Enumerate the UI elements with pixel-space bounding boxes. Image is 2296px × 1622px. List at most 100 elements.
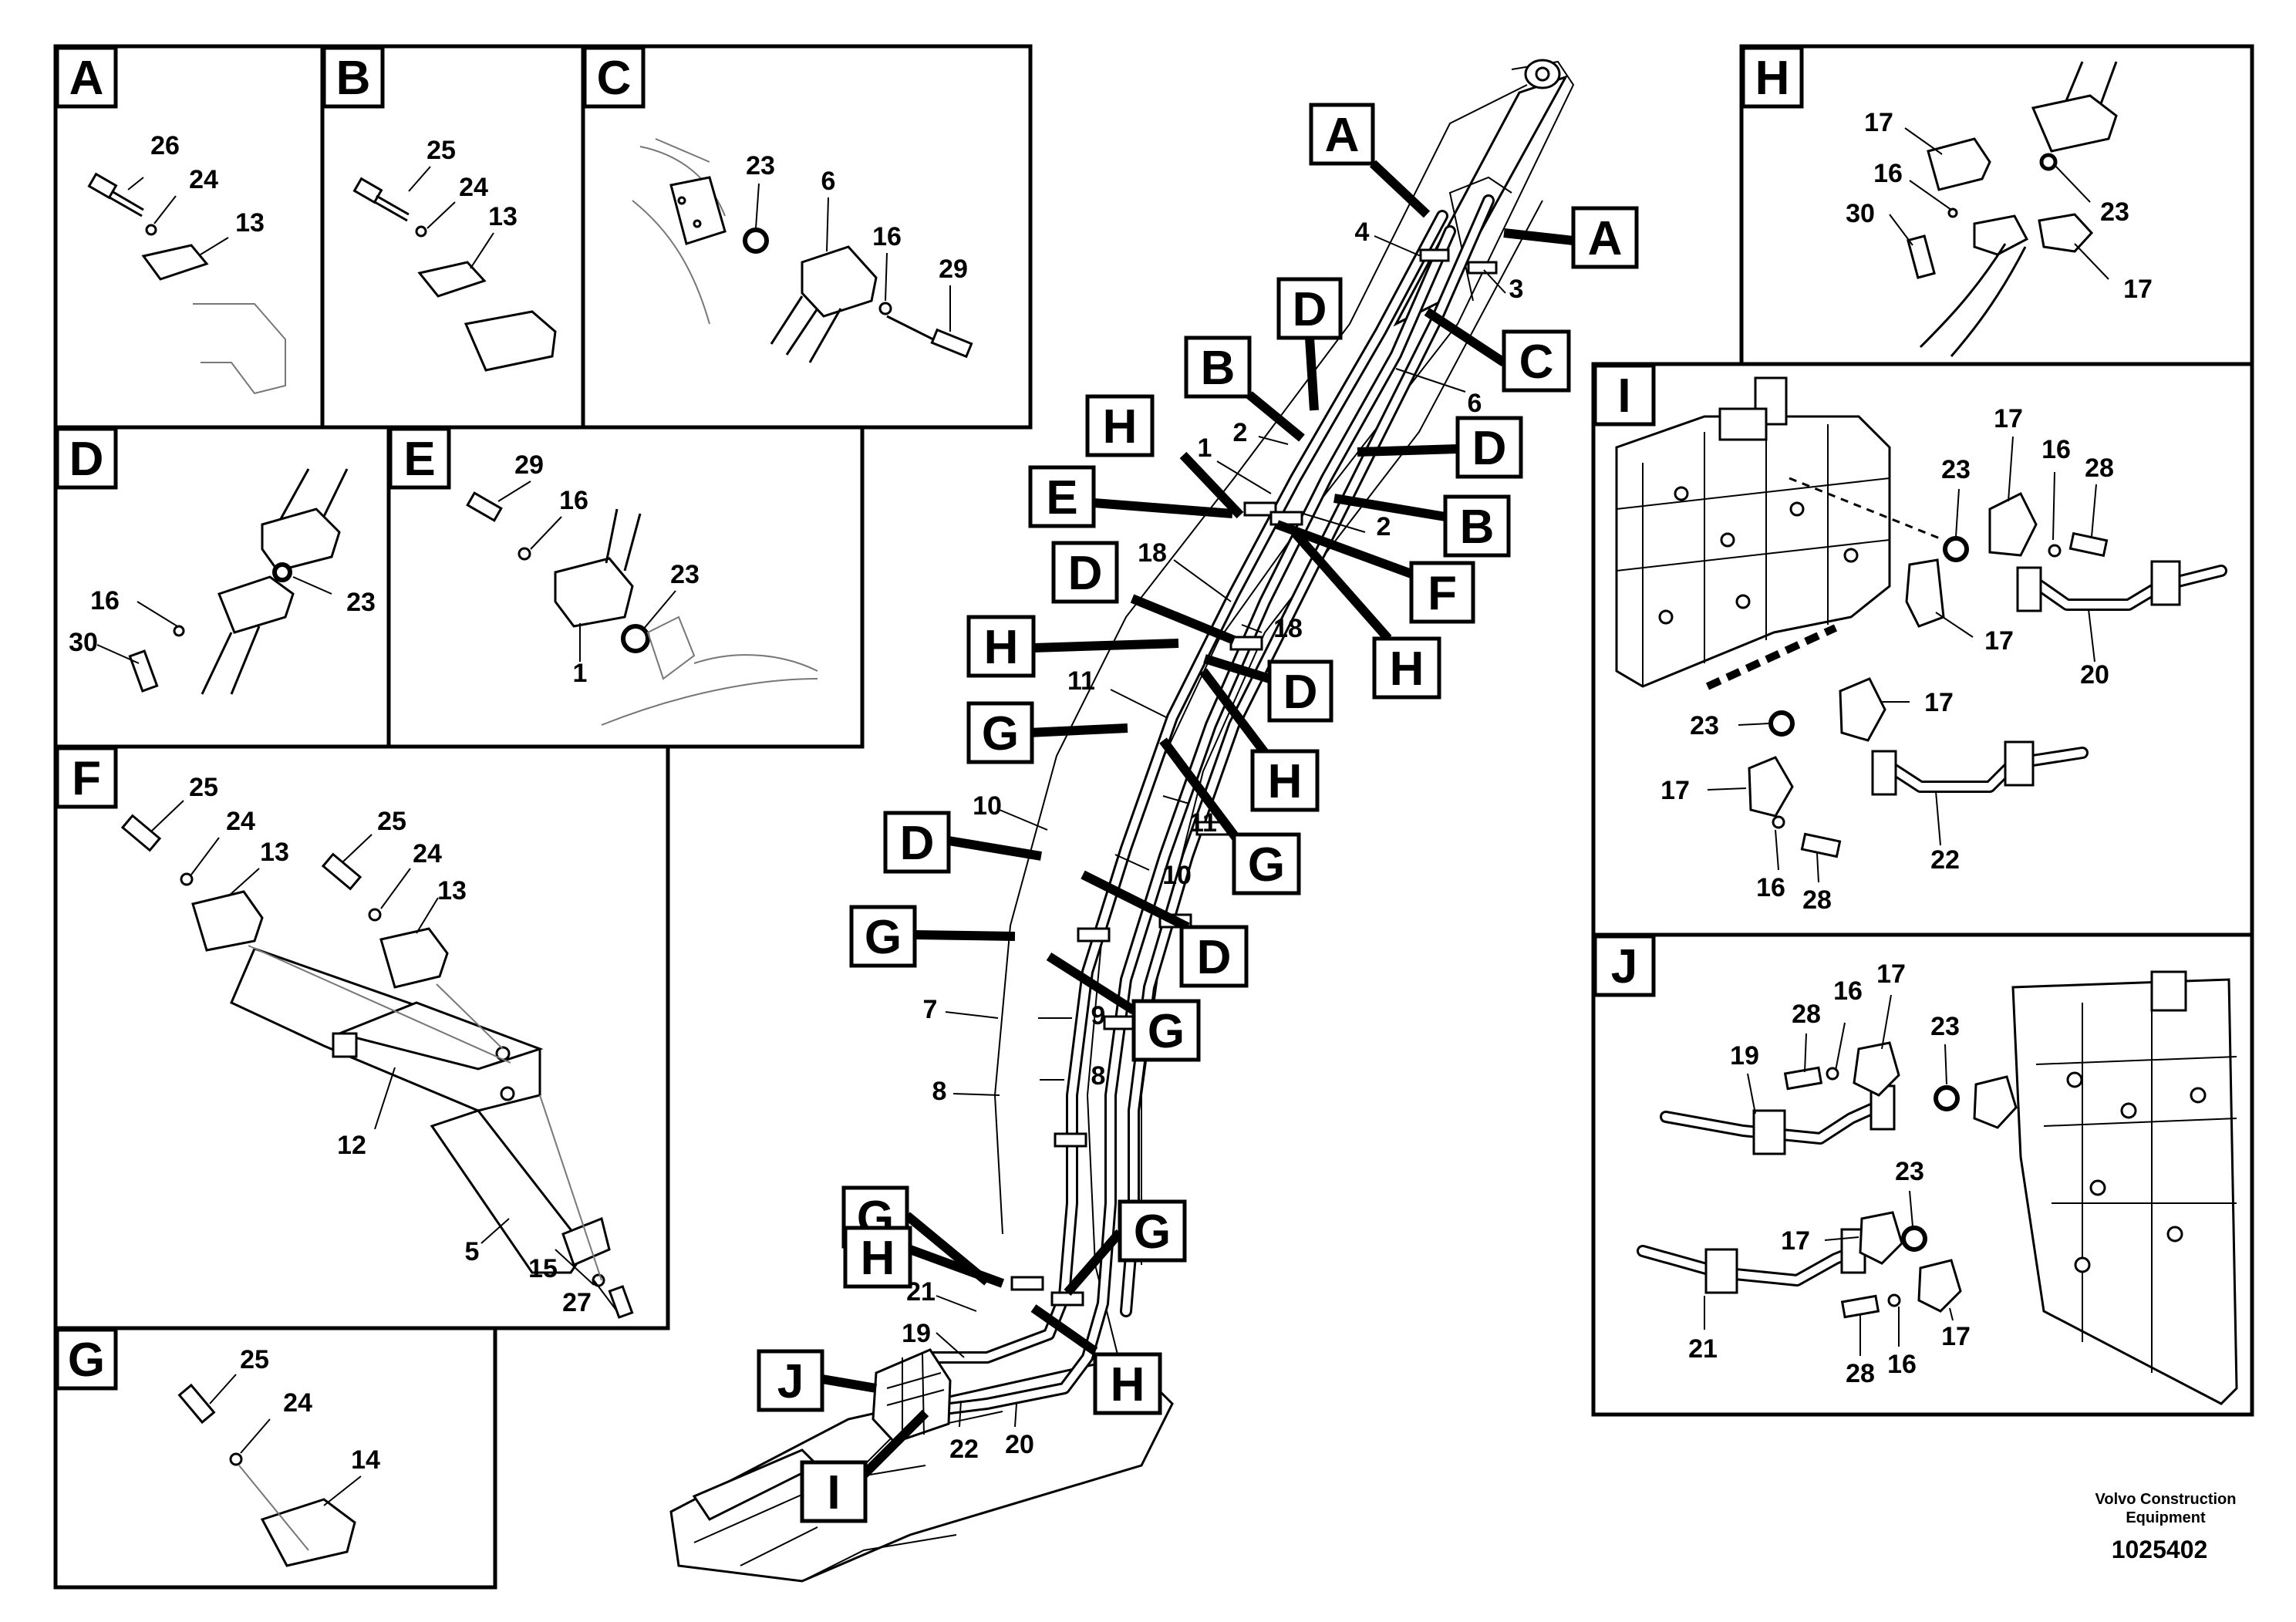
callout-6: 6 [1468,389,1482,418]
tag-h: H [1111,1358,1145,1411]
washer-illustration [1947,207,1958,218]
callout-16: 16 [559,486,588,515]
panel-frames [53,44,2254,1590]
callout-11: 11 [1067,666,1095,696]
bolt-illustration [1840,1294,1880,1319]
callout-30: 30 [69,628,98,657]
callout-6: 6 [821,167,836,196]
o-ring-illustration [272,562,292,582]
clamp-illustration [2038,213,2094,253]
footer: Volvo Construction Equipment 1025402 [2095,1491,2237,1563]
callout-16: 16 [90,586,120,615]
callout-23: 23 [670,560,700,589]
flange-illustration [554,557,634,628]
panel-f-label: F [72,752,101,805]
callout-21: 21 [1688,1334,1718,1364]
clamp-illustration [1859,1211,1903,1265]
clamp-illustration [1905,558,1945,628]
callout-24: 24 [189,165,218,194]
tag-g: G [865,911,902,964]
callout-1: 1 [1198,433,1212,463]
callout-23: 23 [1930,1012,1960,1041]
cylinder-outline [601,615,818,726]
hose-fitting-illustration [1973,214,2029,256]
clamp-illustration [1748,756,1794,818]
clamp-illustration [217,575,295,634]
clamp-illustration [1917,1259,1962,1313]
panel-e-label: E [403,433,435,486]
bolt-illustration [466,491,503,522]
tag-g: G [1134,1206,1171,1259]
bolt-illustration [321,852,362,891]
callout-10: 10 [1162,861,1192,890]
o-ring-illustration [1943,536,1969,562]
callout-18: 18 [1138,538,1167,568]
panel-i-label: I [1617,369,1630,423]
company-name-line1: Volvo Construction [2095,1491,2237,1508]
clamp-illustration [1988,491,2038,557]
callout-22: 22 [1930,845,1960,875]
tag-f: F [1428,567,1457,620]
callout-29: 29 [939,255,968,284]
callout-20: 20 [1005,1430,1034,1459]
callout-16: 16 [2041,435,2071,464]
washer-illustration [518,547,531,561]
callout-14: 14 [351,1445,380,1475]
callout-26: 26 [150,131,180,160]
o-ring-illustration [2039,153,2058,171]
callout-25: 25 [426,136,456,165]
panel-i: I 17 16 28 23 17 [1593,363,2227,915]
callout-3: 3 [1509,275,1524,304]
callout-10: 10 [973,791,1002,821]
panel-d: D 16 30 23 [55,427,376,695]
callout-24: 24 [459,173,488,202]
tag-b: B [1201,342,1236,395]
tag-d: D [1197,931,1232,984]
tag-d: D [1068,547,1103,600]
tag-b: B [1460,501,1495,554]
clamp-illustration [1927,137,1991,191]
company-name-line2: Equipment [2126,1509,2206,1526]
washer-illustration [1772,815,1785,829]
callout-13: 13 [235,208,265,238]
callout-23: 23 [746,151,775,180]
tag-i: I [827,1466,840,1519]
callout-25: 25 [189,773,218,802]
callout-17: 17 [1660,776,1690,805]
clamp-illustration [379,927,449,989]
callout-17: 17 [1984,626,2014,656]
washer-illustration [368,908,382,922]
callout-23: 23 [346,588,376,617]
callout-24: 24 [226,807,255,836]
panel-b: B 25 24 13 [322,46,557,372]
bolt-illustration [87,172,144,218]
mount-plate-illustration [430,1109,588,1274]
control-valve-illustration [2011,978,2238,1405]
bolt-illustration [1907,234,1936,279]
callout-23: 23 [1941,455,1971,484]
callout-16: 16 [1833,976,1863,1006]
callout-20: 20 [2080,660,2109,690]
bolt-illustration [1783,1066,1823,1091]
callout-23: 23 [1895,1157,1924,1186]
washer-illustration [2048,544,2062,558]
tag-a: A [1588,212,1623,265]
panel-g: G 25 24 14 [55,1327,380,1567]
tag-g: G [1148,1005,1185,1058]
document-number: 1025402 [2112,1536,2208,1563]
callout-23: 23 [2100,197,2129,227]
tag-d: D [1472,422,1507,475]
callout-24: 24 [413,839,442,868]
washer-illustration [180,872,194,886]
callout-4: 4 [1355,218,1370,247]
callout-1: 1 [573,659,588,688]
washer-illustration [415,225,427,238]
callout-8: 8 [932,1077,947,1106]
o-ring-illustration [1901,1226,1927,1252]
panel-b-label: B [336,52,371,105]
clamp-illustration [260,1498,356,1567]
bolt-illustration [120,814,162,852]
tag-h: H [1390,642,1424,696]
callout-17: 17 [1994,404,2023,433]
clamp-illustration [1853,1041,1900,1097]
